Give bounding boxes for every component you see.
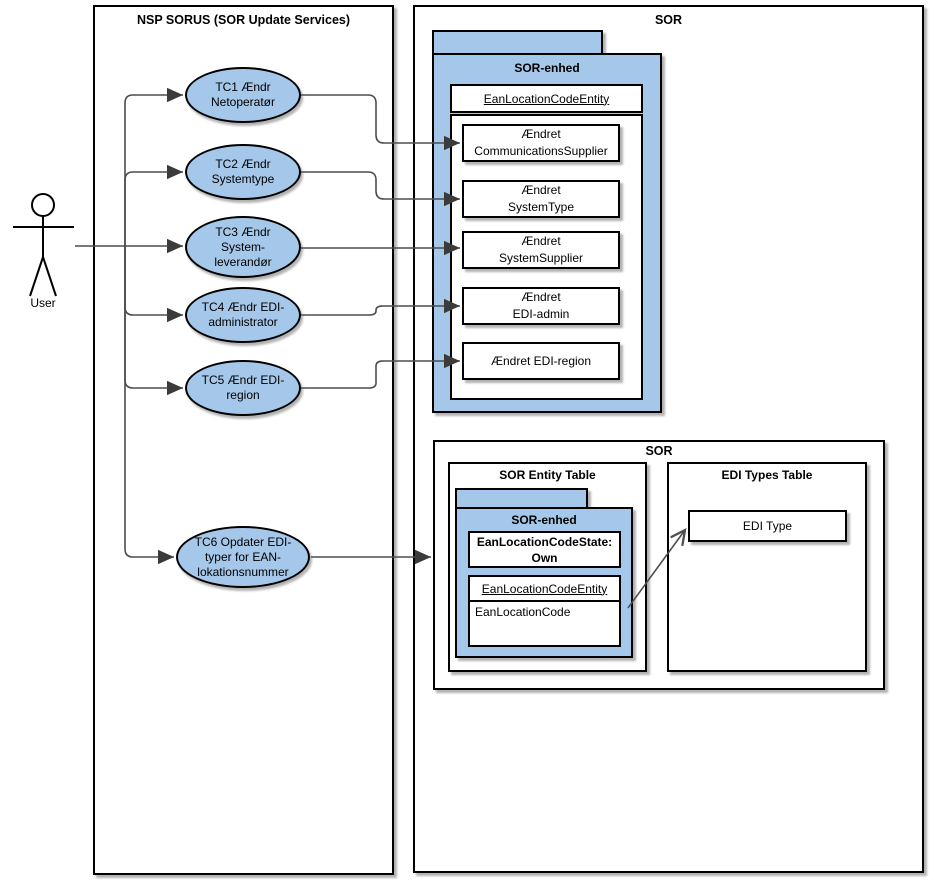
- operation-aendret-communicationssupplier: Ændret CommunicationsSupplier: [462, 124, 620, 162]
- frame-sor-title: SOR: [654, 13, 683, 27]
- box-edi-types-table: EDI Types Table: [667, 462, 867, 672]
- class2-eanlocationcodeentity-header: EanLocationCodeEntity: [468, 575, 621, 602]
- usecase-tc4-ellipse: TC4 Ændr EDI- administrator: [185, 287, 301, 343]
- box-edi-types-table-title: EDI Types Table: [721, 468, 813, 482]
- usecase-tc5-ellipse: TC5 Ændr EDI- region: [185, 360, 301, 416]
- usecase-tc6-ellipse: TC6 Opdater EDI- typer for EAN- lokation…: [176, 526, 310, 588]
- package-sor-enhed2-tab: [455, 488, 588, 509]
- frame-nsp-sorus-title: NSP SORUS (SOR Update Services): [136, 13, 351, 27]
- frame-nsp-sorus: NSP SORUS (SOR Update Services): [93, 5, 394, 875]
- package-sor-enhed-title: SOR-enhed: [514, 61, 580, 75]
- operation-aendret-edi-admin: Ændret EDI-admin: [462, 287, 620, 325]
- box-eanlocationcodestate: EanLocationCodeState: Own: [468, 531, 621, 568]
- package-sor-enhed2-title: SOR-enhed: [511, 513, 577, 527]
- operation-aendret-systemsupplier: Ændret SystemSupplier: [462, 231, 620, 269]
- class-eanlocationcodeentity-header: EanLocationCodeEntity: [450, 84, 643, 113]
- box-sor-detail-title: SOR: [645, 444, 673, 458]
- usecase-tc2-ellipse: TC2 Ændr Systemtype: [185, 144, 301, 200]
- usecase-tc1-ellipse: TC1 Ændr Netoperatør: [185, 67, 301, 123]
- class2-eanlocationcode-attribute: EanLocationCode: [468, 600, 621, 647]
- actor-label: User: [30, 296, 56, 310]
- box-sor-entity-table-title: SOR Entity Table: [499, 468, 596, 482]
- usecase-tc3-ellipse: TC3 Ændr System- leverandør: [185, 216, 301, 278]
- operation-aendret-edi-region: Ændret EDI-region: [462, 342, 620, 380]
- operation-aendret-systemtype: Ændret SystemType: [462, 180, 620, 218]
- user-actor-icon: [13, 193, 74, 297]
- package-sor-enhed-tab: [432, 30, 603, 55]
- box-edi-type: EDI Type: [688, 510, 847, 542]
